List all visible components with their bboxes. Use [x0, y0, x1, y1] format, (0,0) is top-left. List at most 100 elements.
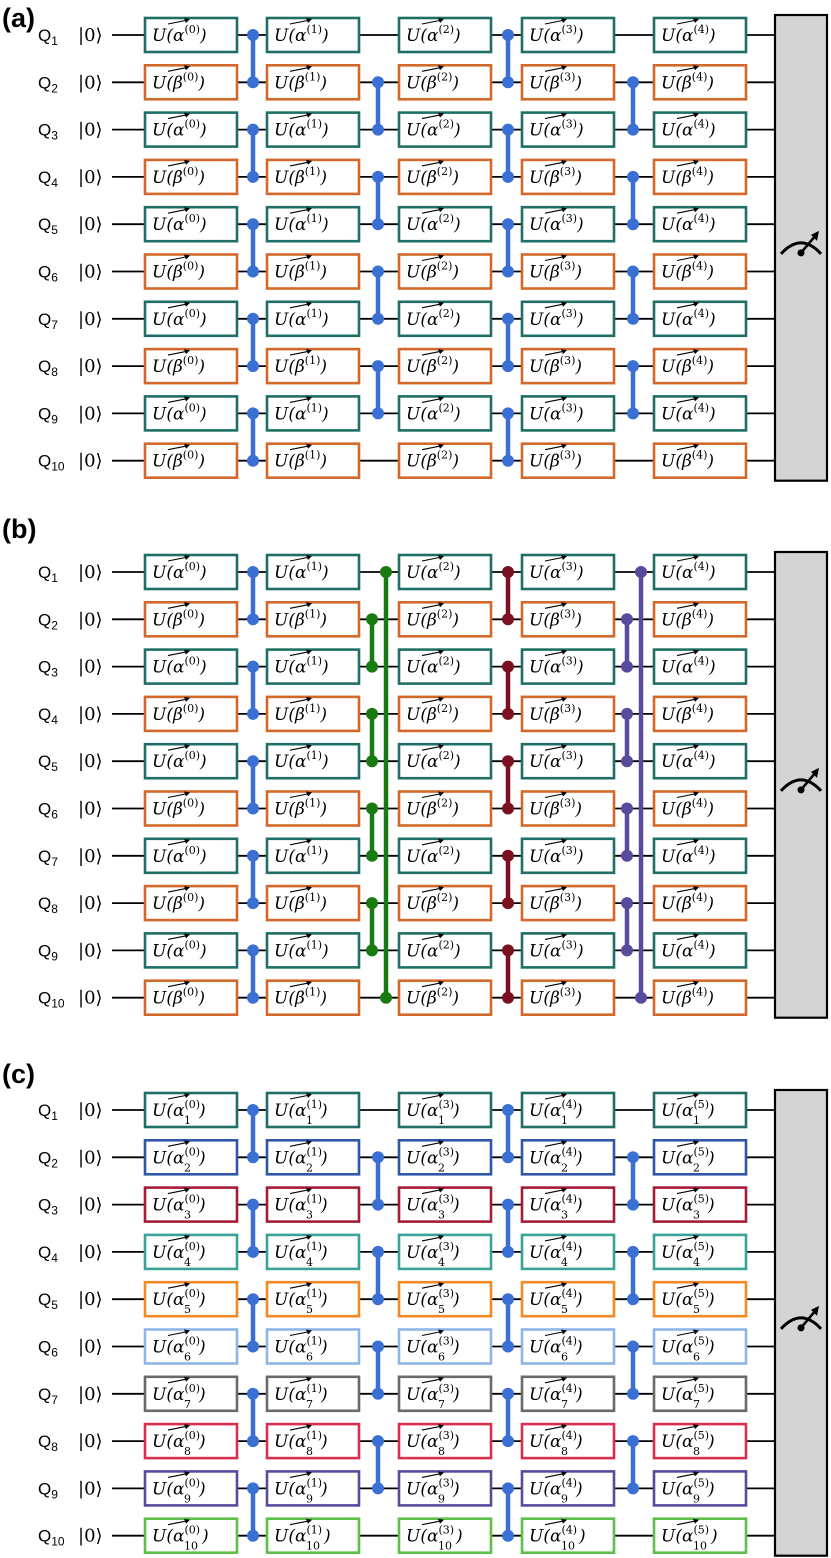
gate-label: U(α(5)4): [661, 1240, 715, 1269]
gate-box: U(α(4)): [652, 205, 748, 243]
gate-box: U(α(1)): [265, 111, 361, 148]
vector-arrow-icon: [544, 840, 566, 846]
entangler-connection: [502, 312, 514, 373]
control-dot: [372, 218, 384, 231]
vector-arrow-icon: [544, 1472, 566, 1478]
gate-box: U(α(5)1): [652, 1091, 748, 1129]
control-dot: [372, 265, 384, 278]
gate-box: U(β(0)): [143, 790, 239, 827]
control-dot: [247, 1245, 259, 1258]
vector-arrow-icon: [289, 208, 311, 214]
control-dot: [502, 1387, 514, 1400]
qubit-label: Q10: [38, 1527, 65, 1549]
gate-label: U(α(0)): [152, 118, 207, 141]
vector-arrow-icon: [676, 934, 698, 940]
vector-arrow-icon: [289, 1094, 311, 1100]
init-state: |0⟩: [78, 309, 103, 330]
vector-arrow-icon: [421, 745, 443, 751]
init-state: |0⟩: [78, 451, 103, 472]
vector-arrow-icon: [289, 255, 311, 262]
control-dot: [247, 1151, 259, 1164]
entangler-connection: [502, 755, 514, 815]
gate-box: U(β(4)): [652, 979, 748, 1017]
vector-arrow-icon: [676, 445, 698, 451]
control-dot: [372, 1245, 384, 1258]
vector-arrow-icon: [167, 1283, 189, 1289]
gate-box: U(α(3)5): [397, 1280, 493, 1318]
vector-arrow-icon: [421, 792, 443, 799]
entangler-connection: [247, 1104, 259, 1164]
entangler-connection: [247, 1482, 259, 1542]
vector-arrow-icon: [167, 934, 189, 940]
gate-label: U(α(3)9): [406, 1476, 460, 1505]
vector-arrow-icon: [421, 1141, 443, 1147]
gate-label: U(β(3)): [529, 70, 582, 93]
gate-label: U(β(4)): [661, 702, 714, 725]
gate-box: U(β(2)): [397, 64, 493, 101]
vector-arrow-icon: [676, 745, 698, 751]
qubit-label: Q9: [38, 1479, 58, 1501]
vector-arrow-icon: [167, 397, 189, 403]
gate-box: U(α(2)): [397, 742, 493, 780]
gate-box: U(β(2)): [397, 790, 493, 827]
control-dot: [247, 360, 259, 373]
gate-label: U(β(4)): [661, 797, 714, 820]
gate-label: U(α(0)5): [152, 1287, 206, 1316]
control-dot: [372, 360, 384, 373]
gate-box: U(α(5)2): [652, 1139, 748, 1176]
vector-arrow-icon: [167, 445, 189, 451]
gate-box: U(α(5)7): [652, 1375, 748, 1413]
entangler-connection: [247, 407, 259, 467]
gate-label: U(α(4)): [661, 307, 716, 330]
vector-arrow-icon: [544, 208, 566, 214]
init-state: |0⟩: [78, 120, 103, 141]
qubit-label: Q2: [38, 1148, 58, 1170]
gate-label: U(α(0)9): [152, 1476, 206, 1505]
gate-box: U(β(1)): [265, 695, 361, 733]
vector-arrow-icon: [676, 651, 698, 657]
gate-label: U(α(0)): [152, 23, 207, 46]
vector-arrow-icon: [289, 840, 311, 846]
gate-label: U(α(3)5): [406, 1287, 460, 1316]
control-dot: [635, 991, 647, 1004]
gate-box: U(β(0)): [143, 158, 239, 196]
gate-box: U(α(3)): [520, 553, 616, 591]
gate-label: U(β(0)): [152, 986, 205, 1009]
gate-label: U(β(2)): [406, 165, 459, 188]
init-state: |0⟩: [78, 1431, 103, 1452]
control-dot: [502, 755, 514, 768]
gate-label: U(α(4)4): [529, 1240, 583, 1269]
gate-label: U(α(0)): [152, 655, 207, 678]
control-dot: [247, 265, 259, 278]
gate-label: U(β(3)): [529, 607, 582, 630]
control-dot: [247, 566, 259, 578]
gate-box: U(α(4)): [652, 742, 748, 780]
gate-label: U(β(4)): [661, 260, 714, 283]
qubit-label: Q7: [38, 1385, 58, 1407]
vector-arrow-icon: [289, 114, 311, 120]
vector-arrow-icon: [289, 19, 311, 25]
gate-box: U(α(4)5): [520, 1280, 616, 1318]
control-dot: [502, 454, 514, 467]
vector-arrow-icon: [421, 1425, 443, 1431]
init-state: |0⟩: [78, 356, 103, 377]
gate-label: U(α(0)): [152, 401, 207, 424]
entangler-connection: [627, 360, 639, 420]
gate-label: U(α(5)5): [661, 1287, 715, 1316]
gate-box: U(β(0)): [143, 253, 239, 290]
gate-label: U(β(3)): [529, 702, 582, 725]
control-dot: [621, 897, 633, 910]
entangler-connection: [372, 1245, 384, 1306]
gate-label: U(β(0)): [152, 70, 205, 93]
gate-label: U(α(1)9): [274, 1476, 328, 1505]
gate-box: U(β(1)): [265, 347, 361, 385]
gate-box: U(α(3)9): [397, 1470, 493, 1507]
vector-arrow-icon: [289, 1378, 311, 1384]
vector-arrow-icon: [544, 745, 566, 751]
control-dot: [366, 849, 378, 862]
gate-box: U(β(1)): [265, 600, 361, 638]
gate-box: U(α(1)): [265, 300, 361, 338]
gate-label: U(β(3)): [529, 986, 582, 1009]
vector-arrow-icon: [676, 208, 698, 214]
vector-arrow-icon: [544, 350, 566, 356]
